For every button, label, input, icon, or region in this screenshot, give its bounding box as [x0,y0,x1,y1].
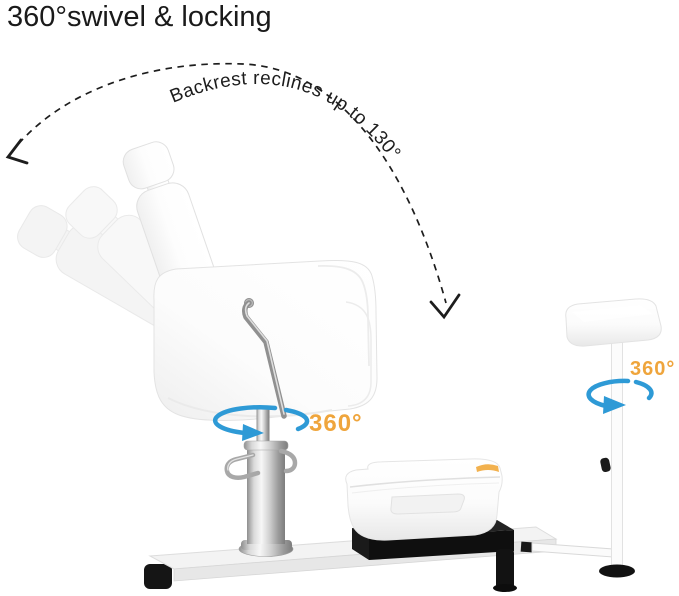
footrest-swivel-arc-back [633,379,654,401]
seat-swivel-arc-back [283,407,310,432]
recline-lever-highlight [244,302,285,415]
basin-handle-recess [390,493,465,515]
basin-accent [476,464,499,472]
seat-swivel-arrowhead [242,424,264,441]
platform-leg-foot [493,584,517,592]
footrest-swivel-arrowhead [603,396,626,414]
seat-swivel-arc-front [212,404,278,436]
basin-lid-seam-2 [351,482,500,494]
pump-collar-top [243,440,289,451]
armrest-seam [317,265,370,367]
bar-clamp [520,541,533,553]
pump-pedal-right [278,448,298,474]
recline-annotation-text: Backrest reclines up to 130° [167,68,405,164]
pump-pedal-left-highlight [227,454,254,471]
footrest-base-foot [599,564,635,578]
armrest-panel-seam [345,301,372,407]
pedicure-chair: 360° [11,136,378,557]
seat-underside-shadow [167,397,333,418]
seat-swivel-label: 360° [309,410,363,437]
recline-dashed-arc [10,62,447,304]
arrowhead-right-icon [429,293,461,320]
foot-basin [345,458,503,541]
lift-shaft [256,406,270,448]
product-title: 360°swivel & locking [7,1,272,33]
basin-lid-seam [349,476,501,488]
platform-leg [496,549,514,589]
footrest-swivel-label: 360° [630,358,675,380]
hydraulic-column [224,406,298,557]
footrest-pole [611,339,623,569]
footrest-swivel-arc-front [586,378,631,409]
connector-bar [531,542,614,558]
base-endcap-left [144,564,172,589]
seat-swivel-arrow-icon [212,404,310,441]
arrowhead-left-icon [5,138,29,165]
height-adjust-knob [600,457,611,473]
footrest-cushion-top [572,305,653,322]
footrest-stand: 360° [565,298,675,578]
pump-cylinder [247,444,285,544]
footrest-swivel-arrow-icon [586,378,654,414]
platform-side [352,528,369,560]
footrest-cushion [565,298,662,347]
